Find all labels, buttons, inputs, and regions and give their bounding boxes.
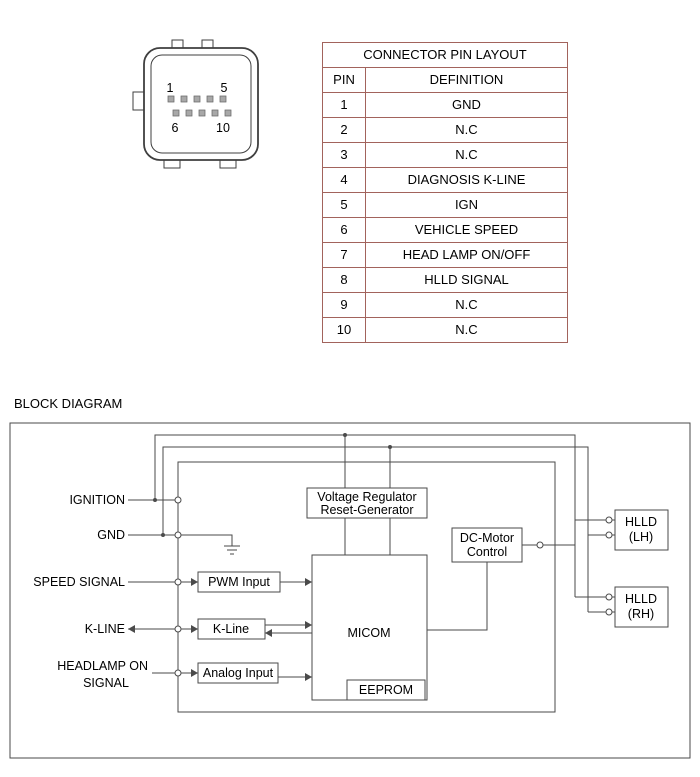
hlld-rh-label-line1: HLLD (625, 592, 657, 606)
connector-inner-shell (150, 54, 252, 154)
eeprom-label: EEPROM (359, 683, 413, 697)
connector-drawing: 1 5 6 10 (132, 39, 259, 169)
pin-cell: 3 (322, 142, 366, 168)
speed-signal-label: SPEED SIGNAL (33, 575, 125, 589)
table-title: CONNECTOR PIN LAYOUT (322, 42, 568, 68)
micom-label: MICOM (347, 626, 390, 640)
connector-body (132, 39, 259, 169)
signal-arrows (128, 578, 312, 681)
definition-cell: IGN (365, 192, 568, 218)
gnd-label: GND (97, 528, 125, 542)
kline-block (197, 618, 266, 640)
voltage-regulator-label-line1: Voltage Regulator (317, 490, 416, 504)
analog-input-block (197, 662, 279, 684)
definition-cell: HEAD LAMP ON/OFF (365, 242, 568, 268)
dc-motor-control-block (451, 527, 523, 563)
definition-cell: N.C (365, 142, 568, 168)
definition-cell: N.C (365, 317, 568, 343)
dc-motor-label-line2: Control (467, 545, 507, 559)
ignition-label: IGNITION (69, 493, 125, 507)
headlamp-on-label-line1: HEADLAMP ON (57, 659, 148, 673)
hlld-lh-label-line1: HLLD (625, 515, 657, 529)
k-line-label: K-LINE (85, 622, 125, 636)
terminal-circles (153, 433, 613, 677)
eeprom-block (346, 679, 426, 701)
definition-cell: N.C (365, 117, 568, 143)
pin-cell: 9 (322, 292, 366, 318)
block-diagram: IGNITION GND SPEED SIGNAL K-LINE HEADLAM… (9, 422, 691, 759)
diagram-outer-border (9, 422, 691, 759)
column-header-definition: DEFINITION (365, 67, 568, 93)
definition-cell: DIAGNOSIS K-LINE (365, 167, 568, 193)
definition-cell: GND (365, 92, 568, 118)
pin-cell: 4 (322, 167, 366, 193)
micom-block (311, 554, 428, 701)
definition-cell: HLLD SIGNAL (365, 267, 568, 293)
pin-cell: 2 (322, 117, 366, 143)
column-header-pin: PIN (322, 67, 366, 93)
pin-cell: 6 (322, 217, 366, 243)
pin-cell: 10 (322, 317, 366, 343)
module-border (177, 461, 556, 713)
pin-number-label-5: 5 (221, 81, 228, 95)
definition-cell: VEHICLE SPEED (365, 217, 568, 243)
pin-number-label-1: 1 (167, 81, 174, 95)
headlamp-on-label-line2: SIGNAL (83, 676, 129, 690)
table-header-row: PIN DEFINITION (322, 67, 568, 93)
connector-pins (167, 95, 232, 117)
analog-input-label: Analog Input (203, 666, 274, 680)
block-diagram-title: BLOCK DIAGRAM (14, 396, 123, 411)
kline-block-label: K-Line (213, 622, 249, 636)
pwm-input-block (197, 571, 281, 593)
pin-cell: 1 (322, 92, 366, 118)
pin-cell: 5 (322, 192, 366, 218)
hlld-rh-block (614, 586, 669, 628)
diagram-wires (128, 434, 615, 678)
hlld-rh-label-line2: (RH) (628, 607, 654, 621)
pin-number-label-6: 6 (172, 121, 179, 135)
pin-number-label-10: 10 (216, 121, 230, 135)
pin-cell: 7 (322, 242, 366, 268)
pwm-input-label: PWM Input (208, 575, 270, 589)
dc-motor-label-line1: DC-Motor (460, 531, 514, 545)
hlld-lh-block (614, 509, 669, 551)
voltage-regulator-block (306, 487, 428, 519)
pin-cell: 8 (322, 267, 366, 293)
hlld-lh-label-line2: (LH) (629, 530, 653, 544)
voltage-regulator-label-line2: Reset-Generator (320, 503, 413, 517)
table-title-row: CONNECTOR PIN LAYOUT (322, 42, 568, 68)
definition-cell: N.C (365, 292, 568, 318)
